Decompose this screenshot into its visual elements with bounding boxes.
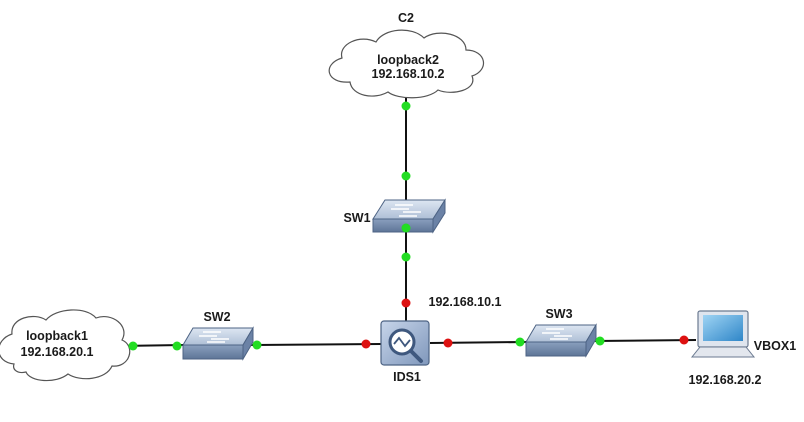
sw2-label: SW2 xyxy=(203,310,230,324)
link-status-down-dot xyxy=(361,339,371,349)
link-status-up-dot xyxy=(515,337,525,347)
link-status-up-dot xyxy=(401,252,411,262)
link-status-down-dot xyxy=(443,338,453,348)
ids1-interface-ip: 192.168.10.1 xyxy=(429,295,502,309)
loopback1-cloud-shape xyxy=(0,309,131,382)
monitor-screen xyxy=(703,315,743,341)
switch-arrows-icon xyxy=(542,328,572,340)
vbox1-label: VBOX1 xyxy=(754,339,796,353)
sw1-switch[interactable] xyxy=(372,198,446,234)
switch-side xyxy=(242,326,254,361)
c2-loopback-name: loopback2 xyxy=(377,53,439,67)
computer-base xyxy=(690,346,756,358)
ids1-label: IDS1 xyxy=(393,370,421,384)
switch-arrows-icon xyxy=(199,331,229,343)
c2-cloud-shape xyxy=(328,29,484,99)
link-sw3-vbox1[interactable] xyxy=(594,339,697,342)
sw2-switch[interactable] xyxy=(182,326,254,361)
link-status-up-dot xyxy=(595,336,605,346)
loopback1-node[interactable]: loopback1 192.168.20.1 xyxy=(0,309,131,382)
link-status-down-dot xyxy=(679,335,689,345)
link-status-up-dot xyxy=(172,341,182,351)
c2-title: C2 xyxy=(398,11,414,25)
c2-loopback-ip: 192.168.10.2 xyxy=(372,67,445,81)
link-status-up-dot xyxy=(252,340,262,350)
link-sw2-ids1[interactable] xyxy=(249,343,382,346)
switch-front xyxy=(525,341,587,357)
switch-side xyxy=(432,198,446,234)
link-status-down-dot xyxy=(401,298,411,308)
vbox1-computer[interactable] xyxy=(690,310,756,358)
ids1-appliance[interactable] xyxy=(380,320,430,366)
link-status-up-dot xyxy=(128,341,138,351)
link-status-up-dot xyxy=(401,171,411,181)
loopback1-name: loopback1 xyxy=(26,329,88,343)
link-status-up-dot xyxy=(401,223,411,233)
sw3-label: SW3 xyxy=(545,307,572,321)
switch-front xyxy=(182,344,244,360)
loopback1-ip: 192.168.20.1 xyxy=(21,345,94,359)
c2-node[interactable]: C2 loopback2 192.168.10.2 xyxy=(328,11,484,99)
sw3-switch[interactable] xyxy=(525,323,597,358)
link-status-dots xyxy=(128,101,689,351)
sw1-label: SW1 xyxy=(343,211,370,225)
switch-arrows-icon xyxy=(391,204,421,217)
link-status-up-dot xyxy=(401,101,411,111)
vbox1-ip: 192.168.20.2 xyxy=(689,373,762,387)
magnifier-icon xyxy=(388,328,423,363)
